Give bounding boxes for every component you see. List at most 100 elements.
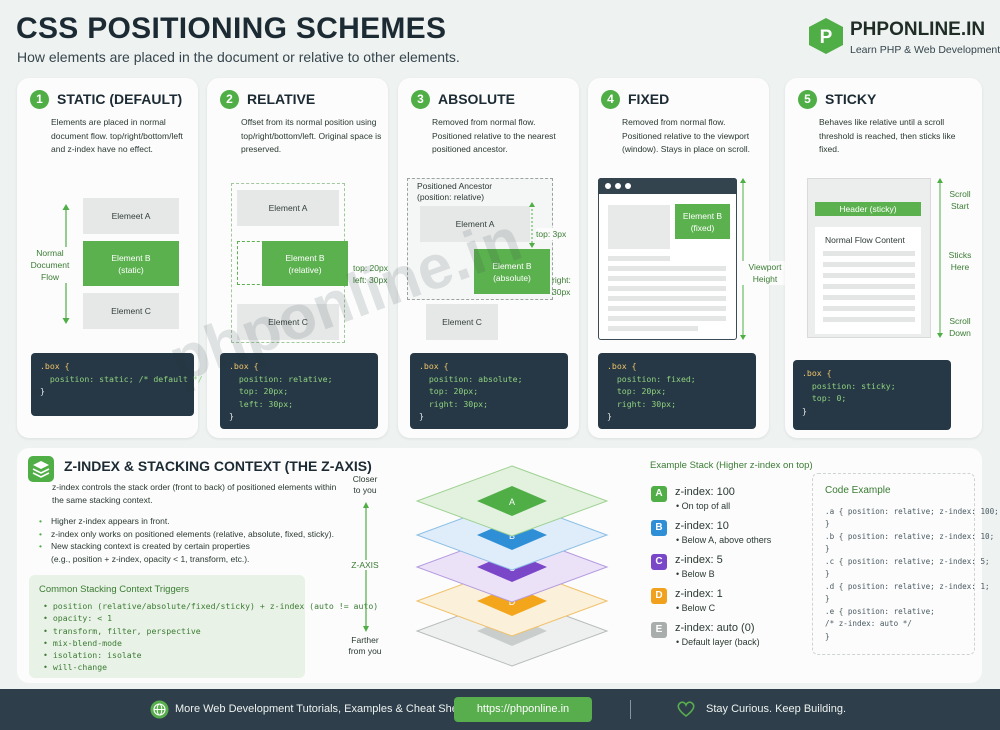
viewport-height-arrow-icon xyxy=(740,178,746,340)
code-line: } xyxy=(825,544,830,553)
stack-item-title: z-index: auto (0) xyxy=(675,622,755,634)
card-title: RELATIVE xyxy=(247,91,316,107)
bullet-item: •z-index only works on positioned elemen… xyxy=(39,528,334,539)
logo-tagline: Learn PHP & Web Development xyxy=(850,44,1000,56)
element-c-box: Element C xyxy=(426,304,498,340)
stack-item-sub: • Below A, above others xyxy=(676,535,772,545)
element-a-box: Elemeet A xyxy=(83,198,179,234)
code-block: .box { position: absolute; top: 20px; ri… xyxy=(410,353,568,429)
browser-titlebar xyxy=(598,178,737,194)
code-line: } xyxy=(825,519,830,528)
card-static: 1 STATIC (DEFAULT) Elements are placed i… xyxy=(17,78,203,438)
card-absolute: 3 ABSOLUTE Removed from normal flow. Pos… xyxy=(398,78,579,438)
code-block: .box { position: fixed; top: 20px; right… xyxy=(598,353,756,429)
code-line: } xyxy=(825,569,830,578)
footer-divider xyxy=(630,700,631,719)
stack-badge-d: D xyxy=(651,588,667,604)
trigger-item: • mix-blend-mode xyxy=(43,637,122,648)
zindex-intro: z-index controls the stack order (front … xyxy=(52,482,337,505)
stack-badge-e: E xyxy=(651,622,667,638)
logo-name: PHPONLINE.IN xyxy=(850,19,986,40)
code-line: .a { position: relative; z-index: 100; xyxy=(825,507,999,516)
site-logo[interactable]: P PHPONLINE.IN Learn PHP & Web Developme… xyxy=(808,17,1000,61)
right-offset-label: right: 30px xyxy=(552,275,571,297)
stack-badge-a: A xyxy=(651,486,667,502)
stack-item-title: z-index: 10 xyxy=(675,520,729,532)
code-line: .b { position: relative; z-index: 10; xyxy=(825,532,995,541)
window-dot-icon xyxy=(615,183,621,189)
element-c-box: Element C xyxy=(83,293,179,329)
code-block: .box { position: sticky; top: 0; } xyxy=(793,360,951,430)
sticky-header: Header (sticky) xyxy=(815,202,921,216)
zindex-title: Z-INDEX & STACKING CONTEXT (THE Z-AXIS) xyxy=(64,458,372,474)
element-b-box: Element B (relative) xyxy=(262,241,348,286)
hexagon-logo-icon: P xyxy=(809,18,843,54)
zindex-bullets: •Higher z-index appears in front. •z-ind… xyxy=(39,515,334,565)
stack-item-title: z-index: 1 xyxy=(675,588,723,600)
z-axis-label: Z-AXIS xyxy=(339,560,391,570)
footer: More Web Development Tutorials, Examples… xyxy=(0,689,1000,730)
top-offset-arrow-icon xyxy=(529,202,535,248)
card-description: Elements are placed in normal document f… xyxy=(51,117,183,154)
triggers-list: • position (relative/absolute/fixed/stic… xyxy=(43,600,378,674)
stack-item-sub: • On top of all xyxy=(676,501,731,511)
window-dot-icon xyxy=(625,183,631,189)
trigger-item: • transform, filter, perspective xyxy=(43,625,201,636)
stack-item-sub: • Default layer (back) xyxy=(676,637,760,647)
content-lines xyxy=(823,251,915,322)
element-b-box: Element B (absolute) xyxy=(474,249,550,294)
bullet-item: •New stacking context is created by cert… xyxy=(39,541,250,564)
code-line: .e { position: relative; xyxy=(825,607,935,616)
bullet-item: •Higher z-index appears in front. xyxy=(39,516,170,526)
code-line: /* z-index: auto */ xyxy=(825,619,912,628)
sticks-here-label: Sticks Here xyxy=(948,250,972,272)
card-description: Behaves like relative until a scroll thr… xyxy=(819,117,956,154)
website-link[interactable]: https://phponline.in xyxy=(454,697,592,722)
card-title: ABSOLUTE xyxy=(438,91,515,107)
svg-text:A: A xyxy=(509,497,515,507)
card-title: STATIC (DEFAULT) xyxy=(57,91,183,107)
content-lines xyxy=(608,256,726,331)
ancestor-label: Positioned Ancestor (position: relative) xyxy=(417,181,493,202)
element-b-box: Element B (static) xyxy=(83,241,179,286)
layer-a: A xyxy=(415,465,609,537)
scroll-arrow-icon xyxy=(937,178,943,338)
code-block: .box { position: relative; top: 20px; le… xyxy=(220,353,378,429)
layers-icon xyxy=(28,456,54,482)
scroll-down-label: Scroll Down xyxy=(949,316,971,338)
trigger-item: • opacity: < 1 xyxy=(43,613,113,624)
placeholder-image xyxy=(608,205,670,249)
stack-item-title: z-index: 5 xyxy=(675,554,723,566)
closer-label: Closer to you xyxy=(352,474,378,495)
top-offset-label: top: 3px xyxy=(536,228,574,240)
trigger-item: • will-change xyxy=(43,662,108,673)
card-description: Offset from its normal position using to… xyxy=(241,117,382,154)
card-title: STICKY xyxy=(825,91,877,107)
code-line: } xyxy=(825,632,830,641)
code-line: .d { position: relative; z-index: 1; xyxy=(825,582,990,591)
code-block: .box { position: static; /* default */ } xyxy=(31,353,203,416)
element-c-box: Element C xyxy=(237,304,339,340)
farther-label: Farther from you xyxy=(348,635,382,656)
stack-item-sub: • Below B xyxy=(676,569,715,579)
stack-badge-b: B xyxy=(651,520,667,536)
scroll-start-label: Scroll Start xyxy=(949,189,971,211)
card-fixed: 4 FIXED Removed from normal flow. Positi… xyxy=(588,78,788,438)
stacking-layers-diagram: E D C B A xyxy=(415,465,609,667)
trigger-item: • position (relative/absolute/fixed/stic… xyxy=(43,601,379,611)
step-number: 1 xyxy=(30,90,49,109)
viewport-label: Viewport Height xyxy=(742,261,788,285)
card-sticky: 5 STICKY Behaves like relative until a s… xyxy=(785,78,982,438)
stack-title: Example Stack (Higher z-index on top) xyxy=(650,460,813,471)
stack-item-sub: • Below C xyxy=(676,603,716,613)
footer-tagline: Stay Curious. Keep Building. xyxy=(706,703,847,715)
card-description: Removed from normal flow. Positioned rel… xyxy=(622,117,751,154)
globe-icon xyxy=(150,700,169,719)
svg-text:P: P xyxy=(820,27,833,48)
content-label: Normal Flow Content xyxy=(825,235,905,245)
code-example-title: Code Example xyxy=(825,485,891,496)
code-line: .c { position: relative; z-index: 5; xyxy=(825,557,990,566)
step-number: 5 xyxy=(798,90,817,109)
trigger-item: • isolation: isolate xyxy=(43,650,142,661)
card-description: Removed from normal flow. Positioned rel… xyxy=(432,117,556,154)
